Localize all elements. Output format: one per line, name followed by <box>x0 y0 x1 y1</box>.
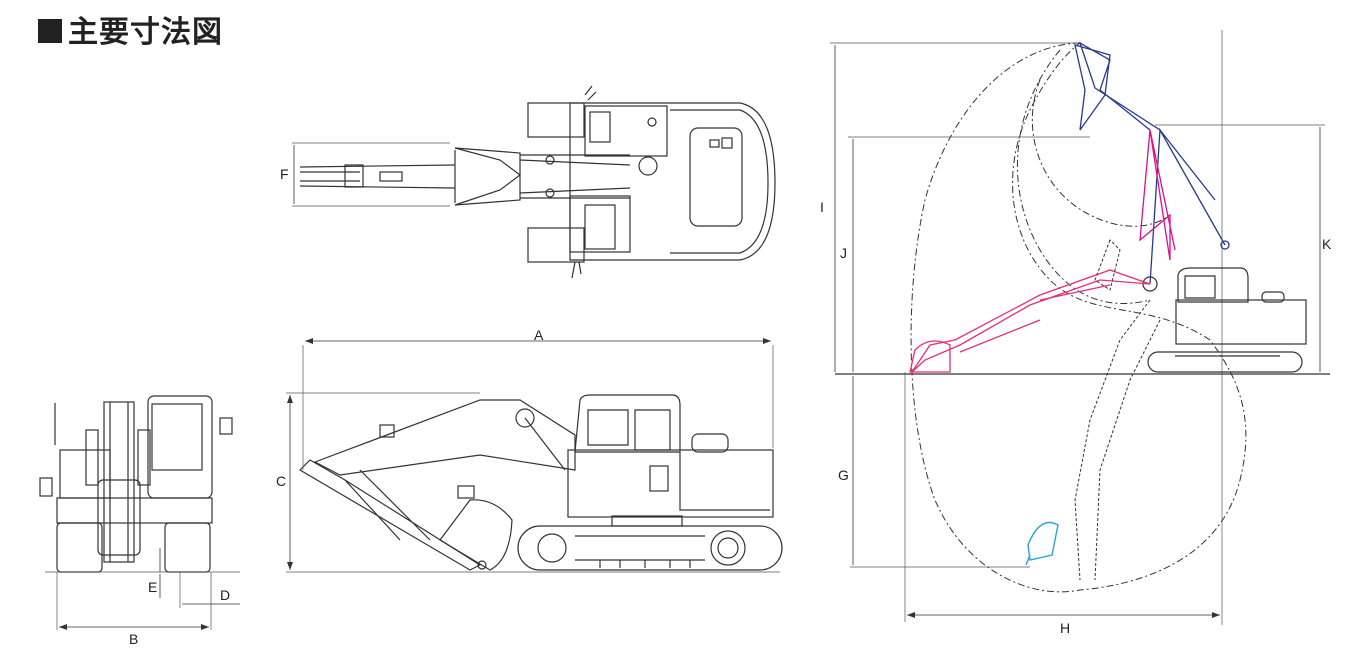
top-tank-cover <box>584 204 616 250</box>
dim-c-ext <box>286 392 780 573</box>
top-cab <box>584 105 668 157</box>
top-bucket-arm <box>299 164 456 189</box>
side-bucket-link <box>457 485 475 499</box>
front-view: B D E <box>39 395 240 647</box>
top-arm-frame <box>454 147 521 206</box>
dim-f-ext <box>292 142 450 207</box>
front-boom <box>103 401 135 563</box>
range-boom-max-height <box>1078 41 1226 285</box>
range-cab-window <box>1184 275 1216 299</box>
side-idler <box>537 533 567 563</box>
range-cylinders-max-height <box>1099 89 1216 201</box>
top-cap-2 <box>721 137 733 149</box>
dim-label-e: E <box>148 579 157 595</box>
dim-label-a: A <box>534 327 544 343</box>
range-bucket-depth <box>1027 521 1059 561</box>
side-boom <box>313 399 576 476</box>
range-arm-retracted <box>1139 129 1176 261</box>
front-mirror-right <box>219 417 233 435</box>
dim-label-g: G <box>838 467 849 483</box>
top-cab-seat <box>589 111 611 143</box>
top-tank <box>569 195 631 253</box>
side-track-frame <box>575 535 705 561</box>
top-view: F <box>280 85 776 279</box>
range-arm-depth <box>1074 299 1161 581</box>
side-boom-cylinder <box>524 417 566 471</box>
side-rollers <box>599 560 691 568</box>
side-arm <box>299 459 482 571</box>
range-upper-frame <box>1175 299 1307 345</box>
top-pin-2 <box>545 188 555 198</box>
dim-label-b: B <box>129 631 138 647</box>
dim-label-j: J <box>840 245 847 261</box>
top-pin-1 <box>545 155 555 165</box>
range-bucket-depth-tooth <box>1025 554 1031 566</box>
side-muffler <box>691 433 729 453</box>
range-inner-arc <box>1016 49 1151 304</box>
front-mirror-left <box>39 477 53 497</box>
dim-label-k: K <box>1322 236 1332 252</box>
dim-label-i: I <box>820 199 824 215</box>
page-title-text: 主要寸法図 <box>68 15 223 50</box>
front-body <box>59 449 111 499</box>
top-mirror-upper <box>584 85 597 101</box>
side-bucket-pin <box>477 560 487 570</box>
top-link <box>344 164 364 188</box>
range-cab <box>1177 267 1249 303</box>
top-cab-knob <box>647 117 657 127</box>
side-bucket <box>439 499 513 571</box>
range-track <box>1147 351 1303 373</box>
front-cab <box>147 395 213 499</box>
top-swing-circle <box>638 156 658 176</box>
side-track <box>517 525 783 571</box>
top-counterweight <box>670 109 769 254</box>
front-track-right <box>164 522 211 573</box>
side-cab <box>574 394 681 453</box>
top-arm-inner <box>454 147 521 206</box>
front-windshield <box>151 403 203 471</box>
side-upper-frame <box>567 449 774 518</box>
range-bucket-dashed <box>1094 239 1121 291</box>
page-title: 主要寸法図 <box>38 18 223 48</box>
front-cyl-right <box>137 429 151 486</box>
range-bucket-ground-reach <box>909 340 951 373</box>
front-cyl-left <box>85 429 99 486</box>
side-sprocket <box>710 530 746 566</box>
front-track-left <box>56 522 103 573</box>
front-bucket <box>97 479 141 556</box>
dim-label-c: C <box>276 473 286 489</box>
top-cap-1 <box>709 139 720 148</box>
side-counterweight <box>679 452 770 511</box>
side-cab-windows <box>587 409 671 451</box>
side-swing-base <box>611 515 683 527</box>
side-arm-cylinder <box>344 469 431 541</box>
dim-a-ext <box>302 345 774 470</box>
side-boom-foot <box>515 408 535 428</box>
side-door-window <box>649 465 669 492</box>
range-inner-arc-2 <box>1031 79 1171 227</box>
dim-label-d: D <box>220 587 230 603</box>
dim-b-ext <box>56 572 212 630</box>
dim-label-f: F <box>280 166 289 182</box>
working-range-view: I J K G H <box>820 30 1332 636</box>
range-cylinders-ground-reach <box>959 284 1111 353</box>
side-view: A C <box>276 327 783 573</box>
range-pin-max-height <box>1220 240 1230 250</box>
top-upper-body <box>569 102 776 261</box>
dim-label-h: H <box>1060 620 1070 636</box>
range-muffler <box>1261 291 1285 303</box>
side-arm-cyl-end <box>379 424 395 438</box>
range-boom-ground-reach <box>911 269 1151 373</box>
title-square-icon <box>38 19 62 43</box>
range-bucket-max-height <box>1074 44 1111 131</box>
front-boom-inner <box>109 402 129 562</box>
top-track-upper <box>527 102 585 138</box>
top-boom <box>519 154 631 199</box>
top-mirror-lower <box>571 261 582 279</box>
top-bucket-cyl <box>379 171 403 182</box>
top-track-lower <box>527 227 585 263</box>
side-sprocket-hub <box>717 537 739 559</box>
top-engine-hood <box>689 127 743 227</box>
